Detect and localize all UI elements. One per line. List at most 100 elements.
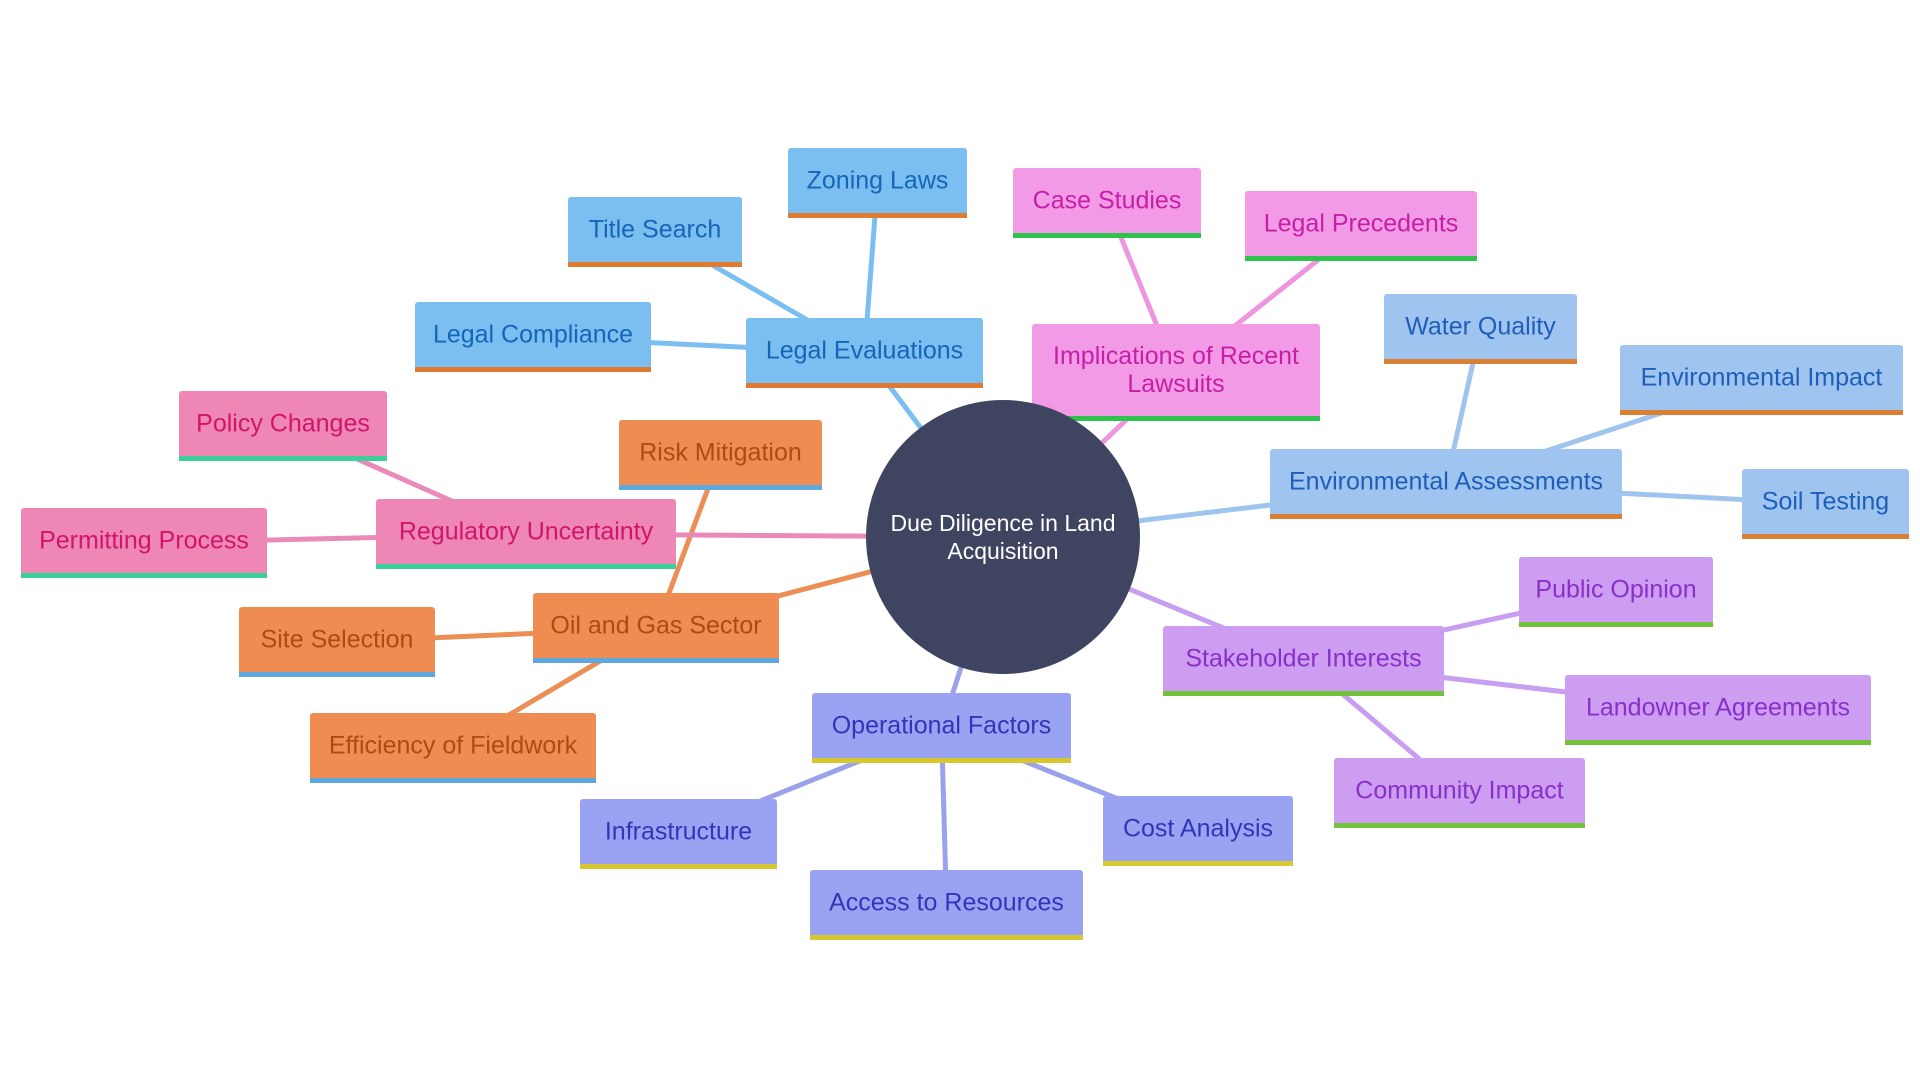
node-underline	[1103, 861, 1293, 866]
node-environmental-assessments[interactable]: Environmental Assessments	[1270, 449, 1622, 519]
node-box	[1384, 294, 1577, 364]
node-box	[415, 302, 651, 372]
node-label: Lawsuits	[1127, 370, 1224, 398]
node-label: Environmental Impact	[1641, 364, 1883, 392]
node-underline	[812, 758, 1071, 763]
node-box	[1032, 324, 1320, 421]
node-title-search[interactable]: Title Search	[568, 197, 742, 267]
node-box	[1245, 191, 1477, 261]
node-label: Community Impact	[1355, 777, 1563, 805]
node-soil-testing[interactable]: Soil Testing	[1742, 469, 1909, 539]
node-box	[746, 318, 983, 388]
central-topic-label: Due Diligence in Land	[890, 510, 1115, 536]
node-box	[788, 148, 967, 218]
node-underline	[1334, 823, 1585, 828]
node-legal-evaluations[interactable]: Legal Evaluations	[746, 318, 983, 388]
node-underline	[1245, 256, 1477, 261]
node-underline	[568, 262, 742, 267]
node-box	[812, 693, 1071, 763]
node-policy-changes[interactable]: Policy Changes	[179, 391, 387, 461]
node-underline	[239, 672, 435, 677]
node-box	[376, 499, 676, 569]
node-stakeholder-interests[interactable]: Stakeholder Interests	[1163, 626, 1444, 696]
node-underline	[1620, 410, 1903, 415]
node-label: Operational Factors	[832, 712, 1052, 740]
node-label: Legal Precedents	[1264, 210, 1459, 238]
node-permitting-process[interactable]: Permitting Process	[21, 508, 267, 578]
node-label: Cost Analysis	[1123, 815, 1273, 843]
node-operational-factors[interactable]: Operational Factors	[812, 693, 1071, 763]
node-underline	[746, 383, 983, 388]
node-box	[1334, 758, 1585, 828]
node-box	[1519, 557, 1713, 627]
node-underline	[1384, 359, 1577, 364]
node-water-quality[interactable]: Water Quality	[1384, 294, 1577, 364]
node-underline	[376, 564, 676, 569]
node-underline	[580, 864, 777, 869]
node-box	[1013, 168, 1201, 238]
node-cost-analysis[interactable]: Cost Analysis	[1103, 796, 1293, 866]
node-box	[619, 420, 822, 490]
node-efficiency-of-fieldwork[interactable]: Efficiency of Fieldwork	[310, 713, 596, 783]
node-box	[179, 391, 387, 461]
node-environmental-impact[interactable]: Environmental Impact	[1620, 345, 1903, 415]
node-infrastructure[interactable]: Infrastructure	[580, 799, 777, 869]
node-access-to-resources[interactable]: Access to Resources	[810, 870, 1083, 940]
node-underline	[1519, 622, 1713, 627]
node-box	[810, 870, 1083, 940]
node-box	[1103, 796, 1293, 866]
node-case-studies[interactable]: Case Studies	[1013, 168, 1201, 238]
node-label: Environmental Assessments	[1289, 468, 1603, 496]
node-box	[533, 593, 779, 663]
node-label: Efficiency of Fieldwork	[329, 732, 578, 760]
node-underline	[810, 935, 1083, 940]
node-legal-precedents[interactable]: Legal Precedents	[1245, 191, 1477, 261]
node-risk-mitigation[interactable]: Risk Mitigation	[619, 420, 822, 490]
node-box	[568, 197, 742, 267]
node-underline	[1742, 534, 1909, 539]
node-box	[310, 713, 596, 783]
node-label: Public Opinion	[1535, 576, 1696, 604]
node-underline	[1032, 416, 1320, 421]
node-underline	[533, 658, 779, 663]
node-underline	[1270, 514, 1622, 519]
node-label: Zoning Laws	[807, 167, 949, 195]
node-underline	[415, 367, 651, 372]
node-legal-compliance[interactable]: Legal Compliance	[415, 302, 651, 372]
node-landowner-agreements[interactable]: Landowner Agreements	[1565, 675, 1871, 745]
node-box	[1270, 449, 1622, 519]
node-box	[1742, 469, 1909, 539]
node-label: Landowner Agreements	[1586, 694, 1850, 722]
node-public-opinion[interactable]: Public Opinion	[1519, 557, 1713, 627]
node-box	[21, 508, 267, 578]
node-label: Site Selection	[261, 626, 414, 654]
node-label: Legal Compliance	[433, 321, 633, 349]
node-underline	[179, 456, 387, 461]
node-underline	[1013, 233, 1201, 238]
node-label: Infrastructure	[605, 818, 752, 846]
node-box	[1620, 345, 1903, 415]
node-label: Permitting Process	[39, 527, 249, 555]
node-site-selection[interactable]: Site Selection	[239, 607, 435, 677]
node-box	[1163, 626, 1444, 696]
node-label: Risk Mitigation	[639, 439, 802, 467]
node-underline	[1163, 691, 1444, 696]
node-label: Legal Evaluations	[766, 337, 963, 365]
node-underline	[310, 778, 596, 783]
node-label: Soil Testing	[1762, 488, 1889, 516]
node-box	[580, 799, 777, 869]
node-label: Stakeholder Interests	[1185, 645, 1421, 673]
node-underline	[21, 573, 267, 578]
node-label: Implications of Recent	[1053, 342, 1299, 370]
node-community-impact[interactable]: Community Impact	[1334, 758, 1585, 828]
node-zoning-laws[interactable]: Zoning Laws	[788, 148, 967, 218]
node-underline	[619, 485, 822, 490]
node-box	[239, 607, 435, 677]
central-topic-label: Acquisition	[947, 538, 1058, 564]
node-regulatory-uncertainty[interactable]: Regulatory Uncertainty	[376, 499, 676, 569]
node-oil-and-gas-sector[interactable]: Oil and Gas Sector	[533, 593, 779, 663]
